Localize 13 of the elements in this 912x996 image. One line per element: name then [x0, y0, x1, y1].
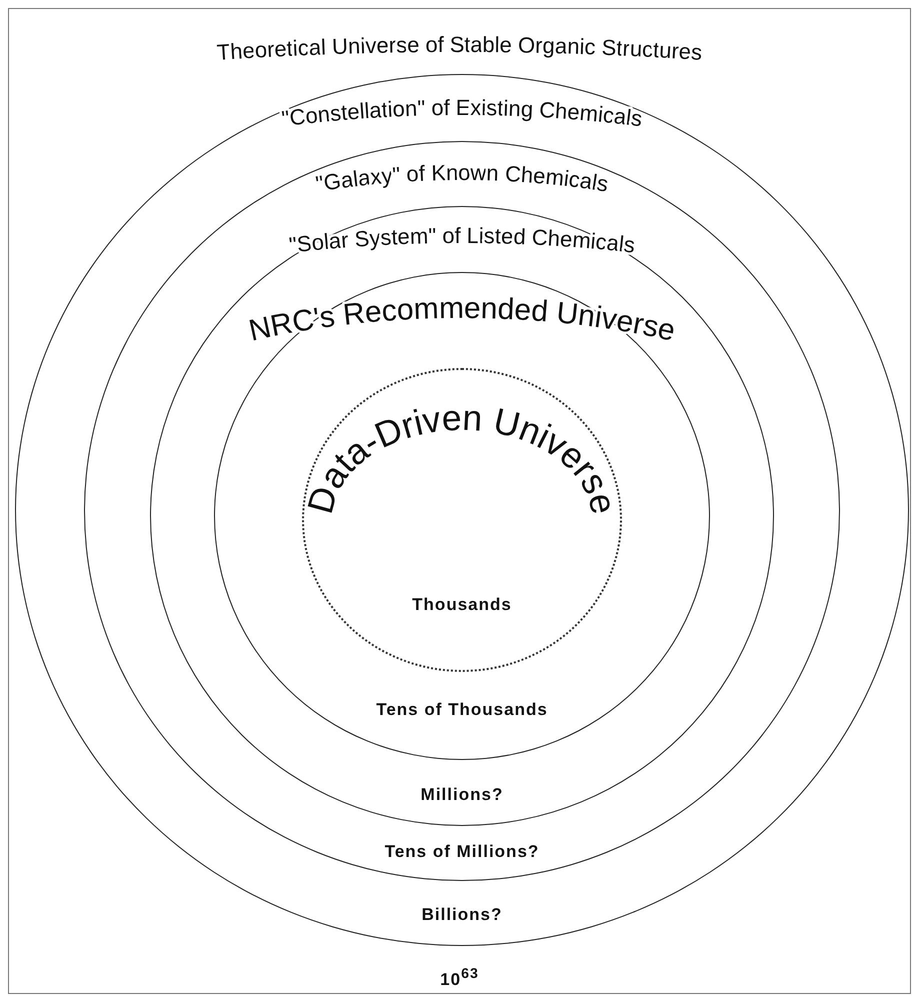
curved-heading: "Galaxy" of Known Chemicals	[314, 160, 610, 197]
dotted-ellipse	[302, 368, 622, 672]
count-label: Tens of Thousands	[376, 700, 548, 720]
count-label: Tens of Millions?	[384, 842, 540, 862]
count-label: Millions?	[420, 785, 504, 805]
curved-heading: "Constellation" of Existing Chemicals	[280, 95, 644, 132]
curved-heading: Theoretical Universe of Stable Organic Structures	[216, 32, 703, 65]
count-label: Billions?	[422, 905, 502, 925]
nested-ellipse	[214, 272, 710, 760]
count-label: 10$^{63}$	[440, 966, 479, 990]
nested-ellipse	[84, 141, 840, 881]
count-label: Thousands	[412, 595, 512, 615]
nested-ellipse	[150, 206, 774, 826]
